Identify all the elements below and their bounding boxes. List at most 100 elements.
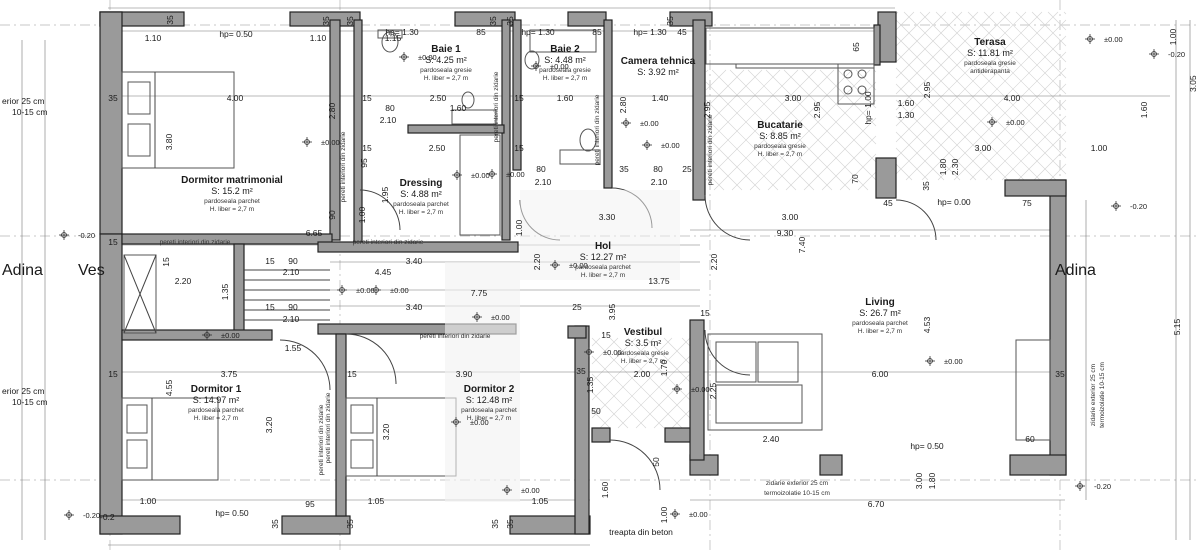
hatch-line: [591, 337, 601, 347]
room-finish: pardoseala parchet: [204, 198, 260, 205]
hatch-line: [645, 337, 691, 383]
level-label: ±0.00: [356, 286, 375, 295]
dimension-label: 3.00: [914, 472, 924, 489]
dimension-label: 15: [700, 308, 710, 318]
dimension-label: 1.00: [357, 206, 367, 223]
dimension-label: 2.30: [950, 158, 960, 175]
room-finish: pardoseala gresie: [754, 143, 806, 150]
hatch-line: [967, 11, 1067, 111]
dimension-label: 4.45: [375, 267, 392, 277]
dimension-label: 25: [572, 302, 582, 312]
room-height: H. liber = 2,7 m: [467, 415, 511, 422]
level-label: ±0.00: [521, 486, 540, 495]
dimension-label: 3.95: [607, 303, 617, 320]
dimension-label: 35: [321, 16, 331, 26]
dimension-label: 45: [883, 198, 893, 208]
dimension-label: 1.35: [220, 283, 230, 300]
level-label: ±0.00: [640, 119, 659, 128]
dimension-label: 1.35: [585, 376, 595, 393]
level-label: -0.20: [83, 511, 100, 520]
level-label: ±0.00: [944, 357, 963, 366]
level-label: -0.20: [1168, 50, 1185, 59]
room-area: S: 11.81 m²: [967, 48, 1013, 58]
wall-note: zidarie exterior 25 cm: [766, 480, 828, 487]
level-label: -0.20: [78, 231, 95, 240]
dimension-label: hp= 0.00: [937, 197, 971, 207]
hatch-line: [705, 81, 815, 191]
hatch-line: [1017, 131, 1067, 181]
dimension-label: 3.75: [221, 369, 238, 379]
room-finish: pardoseala parchet: [188, 407, 244, 414]
hatch-line: [895, 19, 1057, 181]
hatch-line: [857, 171, 877, 191]
room-height: H. liber = 2,7 m: [424, 75, 468, 82]
dimension-label: 2.10: [380, 115, 397, 125]
dimension-label: 2.95: [812, 101, 822, 118]
dimension-label: 3.00: [782, 212, 799, 222]
room-area: S: 14.97 m²: [193, 395, 240, 405]
room-height: H. liber = 2,7 m: [210, 206, 254, 213]
hatch-line: [785, 99, 877, 191]
hatch-line: [895, 99, 977, 181]
hatch-line: [609, 337, 691, 419]
dimension-label: 3.20: [264, 416, 274, 433]
hatch-line: [895, 11, 947, 63]
dimension-label: hp= 1.30: [633, 27, 667, 37]
hatch-line: [591, 391, 629, 429]
hatch-line: [705, 69, 817, 181]
hatch-line: [705, 153, 743, 191]
hatch-line: [705, 69, 799, 163]
room-finish: pardoseala parchet: [393, 201, 449, 208]
hatch-line: [895, 35, 1041, 181]
dimension-label: 85: [476, 27, 486, 37]
dimension-label: 2.10: [651, 177, 668, 187]
level-crosshair-icon: [399, 52, 409, 62]
level-label: ±0.00: [569, 261, 588, 270]
level-label: -0.20: [1130, 202, 1147, 211]
dimension-label: hp= 1.30: [521, 27, 555, 37]
hatch-line: [663, 337, 691, 365]
hatch-line: [895, 51, 1025, 181]
room-height: H. liber = 2,7 m: [858, 328, 902, 335]
hatch-line: [895, 11, 915, 31]
hatch-line: [999, 11, 1067, 79]
dimension-label: hp= 0.50: [219, 29, 253, 39]
level-crosshair-icon: [371, 285, 381, 295]
dimension-label: 35: [1055, 369, 1065, 379]
dimension-label: 35: [345, 519, 355, 529]
watermark: Adina Ves Adina: [2, 262, 1096, 279]
dimension-label: 2.50: [430, 93, 447, 103]
dimension-label: 1.10: [145, 33, 162, 43]
room-area: S: 4.48 m²: [544, 55, 586, 65]
room-name: Dormitor matrimonial: [181, 175, 283, 186]
hatch-line: [895, 67, 1009, 181]
hatch-line: [749, 69, 871, 191]
level-crosshair-icon: [550, 260, 560, 270]
dimension-label: 7.40: [797, 236, 807, 253]
dimension-label: 1.80: [938, 158, 948, 175]
level-crosshair-icon: [670, 509, 680, 519]
wall-note: pereti interiori din zidarie: [353, 239, 424, 246]
level-label: ±0.00: [321, 138, 340, 147]
dimension-label: 1.00: [659, 506, 669, 523]
hatch-line: [895, 147, 929, 181]
level-crosshair-icon: [1075, 481, 1085, 491]
hatch-line: [591, 337, 655, 401]
room-area: S: 15.2 m²: [211, 186, 253, 196]
hatch-line: [895, 11, 963, 79]
dimension-label: 35: [165, 15, 175, 25]
hatch-line: [705, 69, 727, 91]
hatch-line: [819, 69, 877, 127]
room-area: S: 26.7 m²: [859, 308, 901, 318]
wall-note: zidarie exterior 25 cm: [1090, 364, 1097, 426]
hatch-line: [905, 19, 1067, 181]
level-label: ±0.00: [418, 53, 437, 62]
hatch-line: [705, 171, 725, 191]
hatch-line: [895, 115, 961, 181]
hatch-line: [705, 69, 763, 127]
dimension-label: 3.00: [785, 93, 802, 103]
room-name: Dressing: [400, 178, 443, 189]
hatch-line: [731, 69, 853, 191]
dimension-label: 4.55: [164, 379, 174, 396]
room-finish: pardoseala gresie: [420, 67, 472, 74]
